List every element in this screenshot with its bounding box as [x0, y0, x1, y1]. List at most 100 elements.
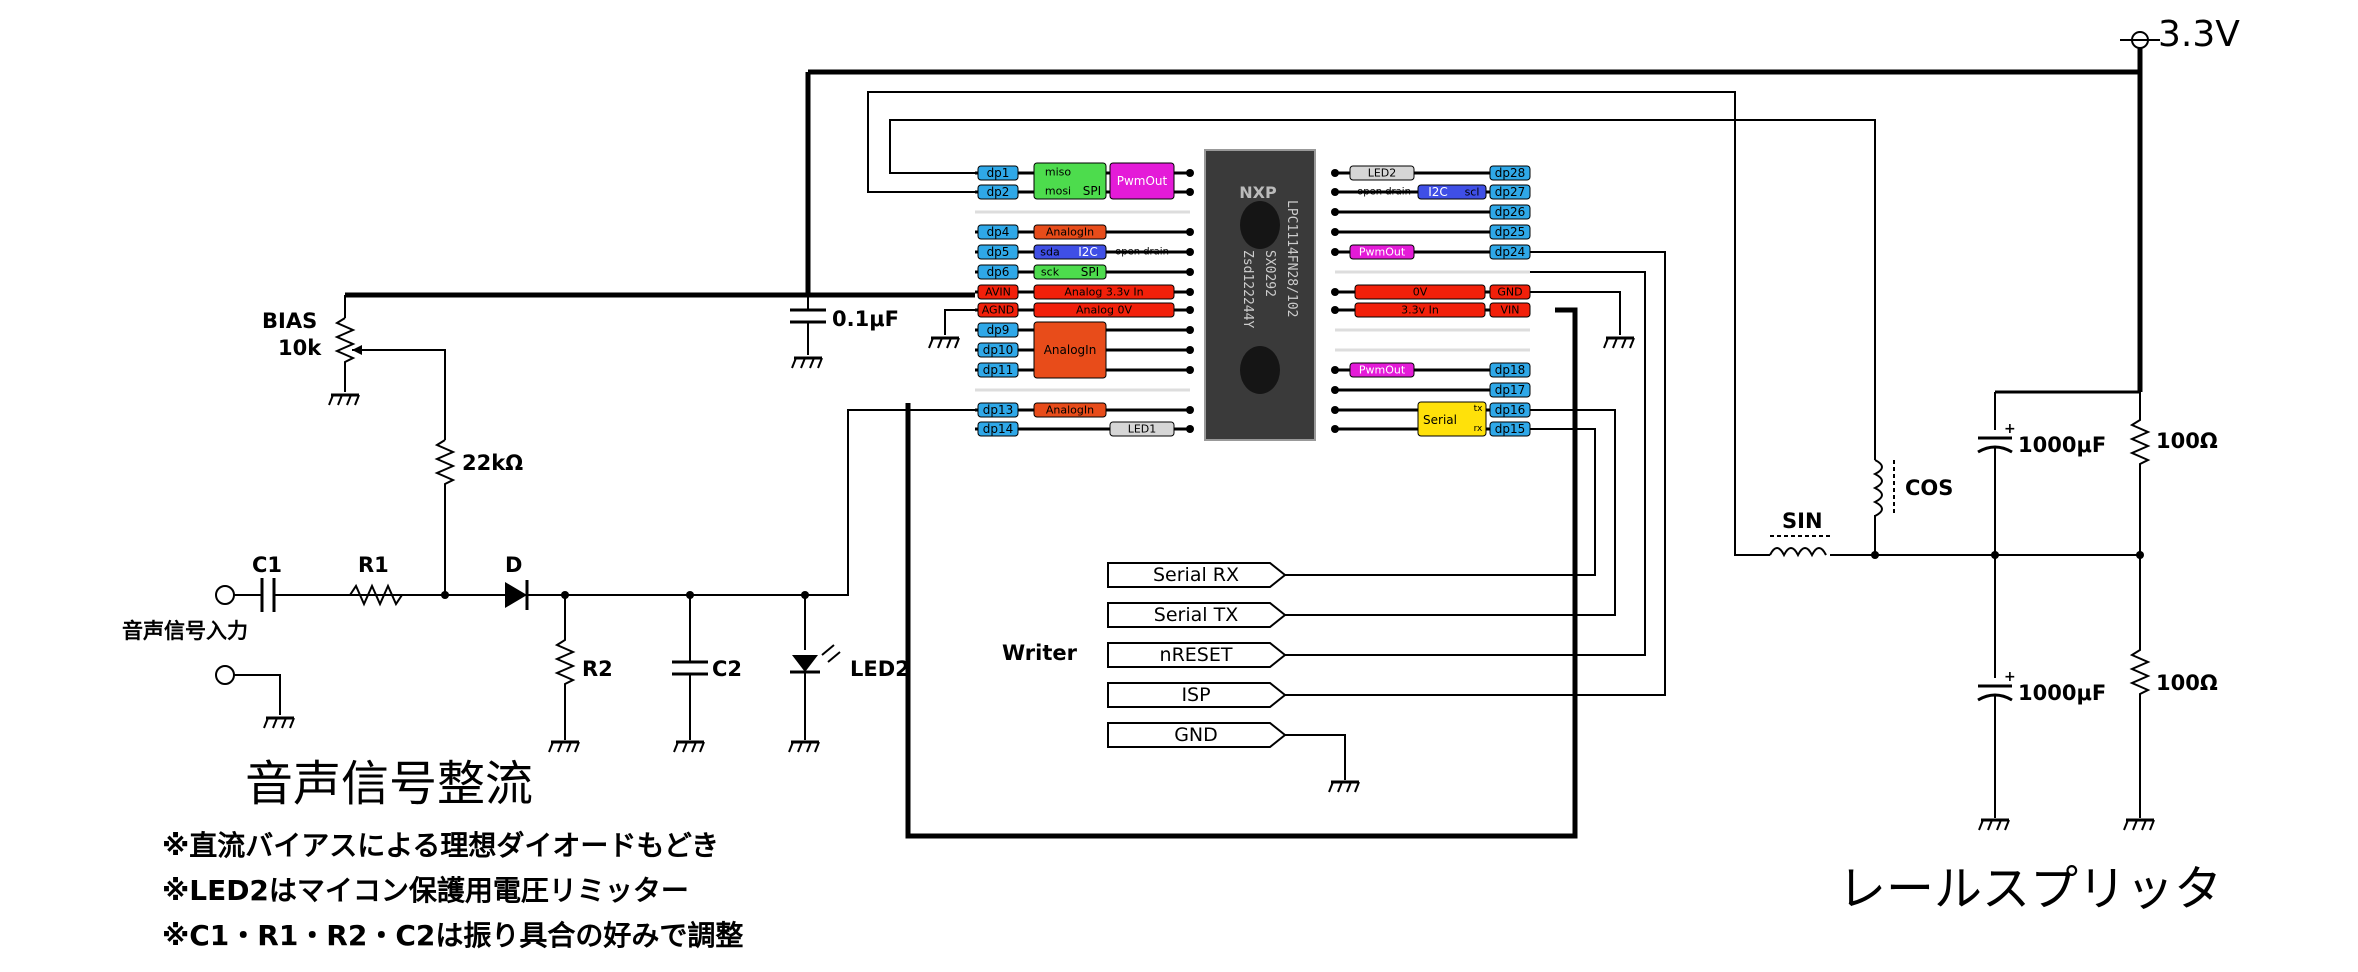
analogin-block: [1033, 321, 1107, 379]
input-label: 音声信号入力: [122, 619, 248, 643]
cos-label: COS: [1905, 476, 1953, 500]
tag-miso: miso: [1045, 166, 1072, 179]
title-rectifier: 音声信号整流: [245, 756, 533, 812]
pin-vin: VIN: [1501, 304, 1520, 317]
tag-led1: LED1: [1128, 423, 1157, 436]
tag-mosi: mosi: [1045, 185, 1071, 198]
mcu-chip: NXP LPC1114FN28/102 SX0292 Zsd122244Y: [1204, 149, 1316, 441]
pin-dp10: dp10: [983, 343, 1014, 357]
polarity-plus-icon: +: [2004, 421, 2016, 437]
pin-dp11: dp11: [983, 363, 1014, 377]
chip-right-labels: LED2 dp28 open drain I2C scl dp27 dp26 d…: [1349, 165, 1531, 437]
pin-dp9: dp9: [987, 323, 1010, 337]
spi-label-2: SPI: [1081, 265, 1099, 279]
supply-label: 3.3V: [2158, 14, 2240, 55]
tag-scl: scl: [1465, 186, 1480, 199]
pin-dp25: dp25: [1495, 225, 1526, 239]
r2-label: R2: [582, 657, 613, 681]
tag-rx: rx: [1474, 424, 1483, 434]
pin-dp2: dp2: [987, 185, 1010, 199]
captions: 音声信号整流 ※直流バイアスによる理想ダイオードもどき ※LED2はマイコン保護…: [162, 756, 2222, 952]
pin-dp26: dp26: [1495, 205, 1526, 219]
ground-icon: [1978, 818, 2010, 831]
tag-pwm-dp18: PwmOut: [1359, 364, 1406, 377]
ground-icon: [548, 740, 580, 753]
r1-label: R1: [358, 553, 389, 577]
spi-block-1: [1033, 162, 1107, 200]
pin-agnd: AGND: [982, 304, 1015, 317]
serial-block: [1417, 401, 1487, 437]
pin-dp16: dp16: [1495, 403, 1526, 417]
title-rail-splitter: レールスプリッタ: [1838, 861, 2222, 917]
tag-33v-in: 3.3v In: [1401, 304, 1439, 317]
spi-label-1: SPI: [1083, 184, 1101, 198]
tag-sck: sck: [1041, 266, 1060, 279]
power-rail-3v3: 3.3V: [345, 14, 2240, 839]
pin-dp17: dp17: [1495, 383, 1526, 397]
cap1000-upper: 1000μF: [2018, 433, 2106, 457]
writer-serial-rx: Serial RX: [1153, 564, 1239, 586]
rail-splitter: 1000μF 1000μF + + 100Ω 100Ω SIN COS: [1769, 390, 2218, 818]
signal-wires: [345, 91, 2140, 780]
ground-icon: [673, 740, 705, 753]
r22k-value: 22kΩ: [462, 451, 523, 475]
tag-analog-33v: Analog 3.3v In: [1064, 286, 1143, 299]
pin-dp4: dp4: [987, 225, 1010, 239]
cap01-label: 0.1μF: [832, 307, 899, 331]
sin-label: SIN: [1782, 509, 1823, 533]
pwm-block-left: [1109, 162, 1175, 200]
pin-dp18: dp18: [1495, 363, 1526, 377]
ground-icon: [328, 393, 360, 406]
tag-analogin-dp4: AnalogIn: [1046, 226, 1094, 239]
pin-dp27: dp27: [1495, 185, 1526, 199]
writer-connector: Writer Serial RX Serial TX nRESET ISP GN…: [1002, 562, 1287, 748]
i2c-label-right: I2C: [1428, 185, 1448, 199]
chip-left-pin-wires: [975, 169, 1194, 433]
tag-sda: sda: [1040, 246, 1059, 259]
tag-tx: tx: [1474, 404, 1484, 414]
pin-dp24: dp24: [1495, 245, 1526, 259]
d-label: D: [505, 553, 522, 577]
polarity-plus-icon: +: [2004, 669, 2016, 685]
pin-dp28: dp28: [1495, 166, 1526, 180]
bias-value: 10k: [278, 336, 322, 360]
c2-label: C2: [712, 657, 742, 681]
note-3: ※C1・R1・R2・C2は振り具合の好みで調整: [162, 919, 743, 952]
tag-analog-0v: Analog 0V: [1076, 304, 1133, 317]
pin-dp14: dp14: [983, 422, 1014, 436]
tag-pwm-dp24: PwmOut: [1359, 246, 1406, 259]
tag-led2: LED2: [1368, 167, 1397, 180]
nxp-logo-icon: NXP: [1239, 183, 1277, 202]
ground-icon: [1603, 336, 1635, 349]
ground-icon: [263, 716, 295, 729]
ground-symbols: [263, 336, 2155, 831]
c1-label: C1: [252, 553, 282, 577]
pin-dp1: dp1: [987, 166, 1010, 180]
pin-dp13: dp13: [983, 403, 1014, 417]
writer-serial-tx: Serial TX: [1154, 604, 1238, 626]
rectifier-circuit: BIAS 10k 22kΩ C1 R1 D 音声信号入力 R2 C2: [122, 295, 910, 740]
writer-gnd: GND: [1174, 724, 1218, 746]
tag-analogin-dp13: AnalogIn: [1046, 404, 1094, 417]
chip-left-labels: dp1 miso mosi SPI PwmOut dp2 dp4 AnalogI…: [977, 162, 1175, 437]
writer-isp: ISP: [1181, 684, 1210, 706]
ground-icon: [1328, 780, 1360, 793]
r100-lower: 100Ω: [2156, 671, 2218, 695]
ground-icon: [791, 356, 823, 369]
pwm-label-left: PwmOut: [1117, 174, 1168, 188]
analogin-big-label: AnalogIn: [1044, 343, 1097, 357]
led2-label: LED2: [850, 657, 910, 681]
pin-dp5: dp5: [987, 245, 1010, 259]
writer-nreset: nRESET: [1160, 644, 1233, 666]
cap1000-lower: 1000μF: [2018, 681, 2106, 705]
ground-icon: [788, 740, 820, 753]
chip-marking-2: SX0292: [1262, 250, 1277, 297]
note-2: ※LED2はマイコン保護用電圧リミッター: [162, 874, 689, 907]
ground-icon: [928, 336, 960, 349]
chip-marking-3: Zsd122244Y: [1240, 250, 1255, 328]
pin-gnd: GND: [1497, 286, 1522, 299]
tag-0v: 0V: [1413, 286, 1428, 299]
note-1: ※直流バイアスによる理想ダイオードもどき: [162, 829, 719, 862]
opendrain-right: open drain: [1357, 187, 1411, 198]
